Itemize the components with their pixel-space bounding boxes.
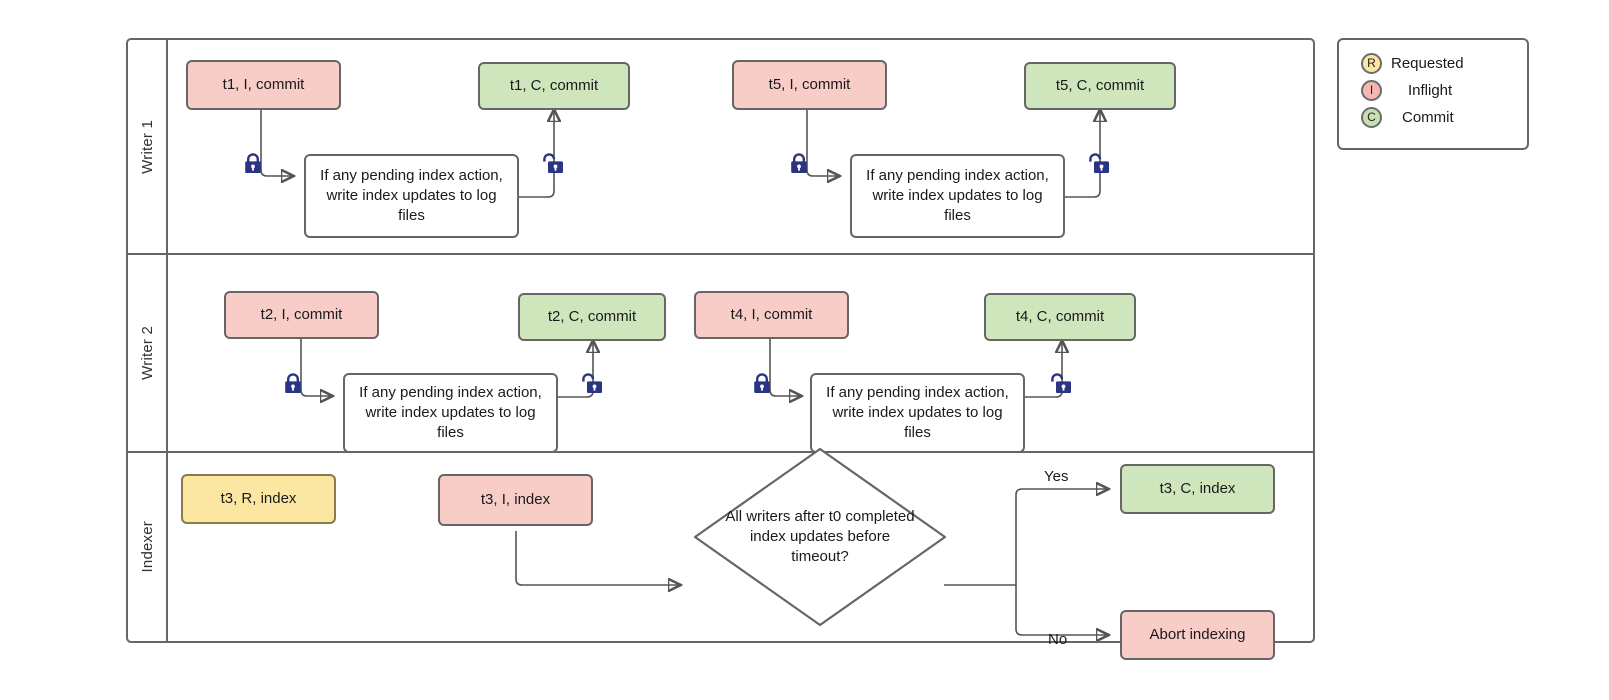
lane-2-connectors xyxy=(300,255,1313,451)
node-label: t3, C, index xyxy=(1159,479,1236,497)
legend-item-inflight: I Inflight xyxy=(1361,77,1527,103)
legend-label: Inflight xyxy=(1408,81,1453,99)
node-label: t3, I, index xyxy=(480,490,551,508)
node-t5-commit[interactable]: t5, C, commit xyxy=(1024,62,1176,110)
node-t4-commit[interactable]: t4, C, commit xyxy=(984,293,1136,341)
lane-body-writer-1: t1, I, commit If any pending index actio… xyxy=(168,40,1313,253)
node-writer1-task-b[interactable]: If any pending index action, write index… xyxy=(850,154,1065,238)
lane-indexer: Indexer xyxy=(128,447,1313,660)
node-t1-commit[interactable]: t1, C, commit xyxy=(478,62,630,110)
edge-label-no: No xyxy=(1048,631,1067,648)
node-label: t1, C, commit xyxy=(509,76,599,94)
lane-label-writer-2: Writer 2 xyxy=(138,326,156,380)
lock-open-icon xyxy=(581,372,603,396)
node-t3-commit[interactable]: t3, C, index xyxy=(1120,464,1275,514)
legend-item-requested: R Requested xyxy=(1361,50,1527,76)
legend-dot-inflight-icon: I xyxy=(1361,79,1382,101)
legend-dot-requested-icon: R xyxy=(1361,52,1382,74)
legend-item-commit: C Commit xyxy=(1361,104,1527,130)
legend-dot-commit-icon: C xyxy=(1361,106,1382,128)
node-label: t4, I, commit xyxy=(730,305,813,323)
node-t3-requested[interactable]: t3, R, index xyxy=(181,474,336,524)
legend-dot-key: C xyxy=(1367,110,1376,124)
node-t5-inflight[interactable]: t5, I, commit xyxy=(732,60,887,110)
node-label: t2, C, commit xyxy=(547,307,637,325)
node-t3-inflight[interactable]: t3, I, index xyxy=(438,474,593,526)
node-t2-commit[interactable]: t2, C, commit xyxy=(518,293,666,341)
lock-closed-icon xyxy=(282,372,304,396)
node-label: t4, C, commit xyxy=(1015,307,1105,325)
node-label: If any pending index action, write index… xyxy=(866,166,1049,225)
lane-body-writer-2: t2, I, commit If any pending index actio… xyxy=(168,255,1313,453)
node-t2-inflight[interactable]: t2, I, commit xyxy=(224,291,379,339)
swimlane-pool: Writer 1 xyxy=(126,38,1315,660)
lane-1-connectors xyxy=(260,40,1313,198)
node-label: If any pending index action, write index… xyxy=(320,166,503,225)
node-abort-indexing[interactable]: Abort indexing xyxy=(1120,610,1275,660)
edge-label-text: No xyxy=(1048,631,1068,648)
legend-label: Commit xyxy=(1402,108,1454,126)
node-writer1-task-a[interactable]: If any pending index action, write index… xyxy=(304,154,519,238)
lock-closed-icon xyxy=(751,372,773,396)
legend-dot-key: I xyxy=(1369,83,1374,97)
node-label: t5, C, commit xyxy=(1055,76,1145,94)
lane-header-indexer: Indexer xyxy=(128,453,168,641)
lock-closed-icon xyxy=(788,152,810,176)
node-label: If any pending index action, write index… xyxy=(826,383,1009,442)
lane-header-writer-2: Writer 2 xyxy=(128,255,168,451)
lane-writer-2: Writer 2 xyxy=(128,253,1313,453)
lane-body-indexer: t3, R, index t3, I, index All writers af… xyxy=(168,447,1313,660)
node-t4-inflight[interactable]: t4, I, commit xyxy=(694,291,849,339)
lock-open-icon xyxy=(1088,152,1110,176)
legend-dot-key: R xyxy=(1367,56,1376,70)
lane-header-writer-1: Writer 1 xyxy=(128,40,168,253)
node-label: t1, I, commit xyxy=(222,75,305,93)
node-decision-writers-completed[interactable]: All writers after t0 completed index upd… xyxy=(692,446,948,628)
node-label: If any pending index action, write index… xyxy=(359,383,542,442)
lock-open-icon xyxy=(542,152,564,176)
lane-writer-1: Writer 1 xyxy=(128,40,1313,253)
node-label: t5, I, commit xyxy=(768,75,851,93)
legend-label: Requested xyxy=(1391,54,1464,72)
legend-panel: R Requested I Inflight C Commit xyxy=(1337,38,1529,150)
node-writer2-task-a[interactable]: If any pending index action, write index… xyxy=(343,373,558,453)
node-label: t2, I, commit xyxy=(260,305,343,323)
lock-closed-icon xyxy=(242,152,264,176)
node-writer2-task-b[interactable]: If any pending index action, write index… xyxy=(810,373,1025,453)
lock-open-icon xyxy=(1050,372,1072,396)
edge-label-yes: Yes xyxy=(1044,468,1068,485)
node-label: Abort indexing xyxy=(1149,625,1246,643)
edge-label-text: Yes xyxy=(1044,468,1069,485)
node-t1-inflight[interactable]: t1, I, commit xyxy=(186,60,341,110)
lane-label-indexer: Indexer xyxy=(138,521,156,573)
node-label: t3, R, index xyxy=(220,489,297,507)
lane-label-writer-1: Writer 1 xyxy=(138,119,156,174)
lane-3-connectors xyxy=(515,453,1313,641)
